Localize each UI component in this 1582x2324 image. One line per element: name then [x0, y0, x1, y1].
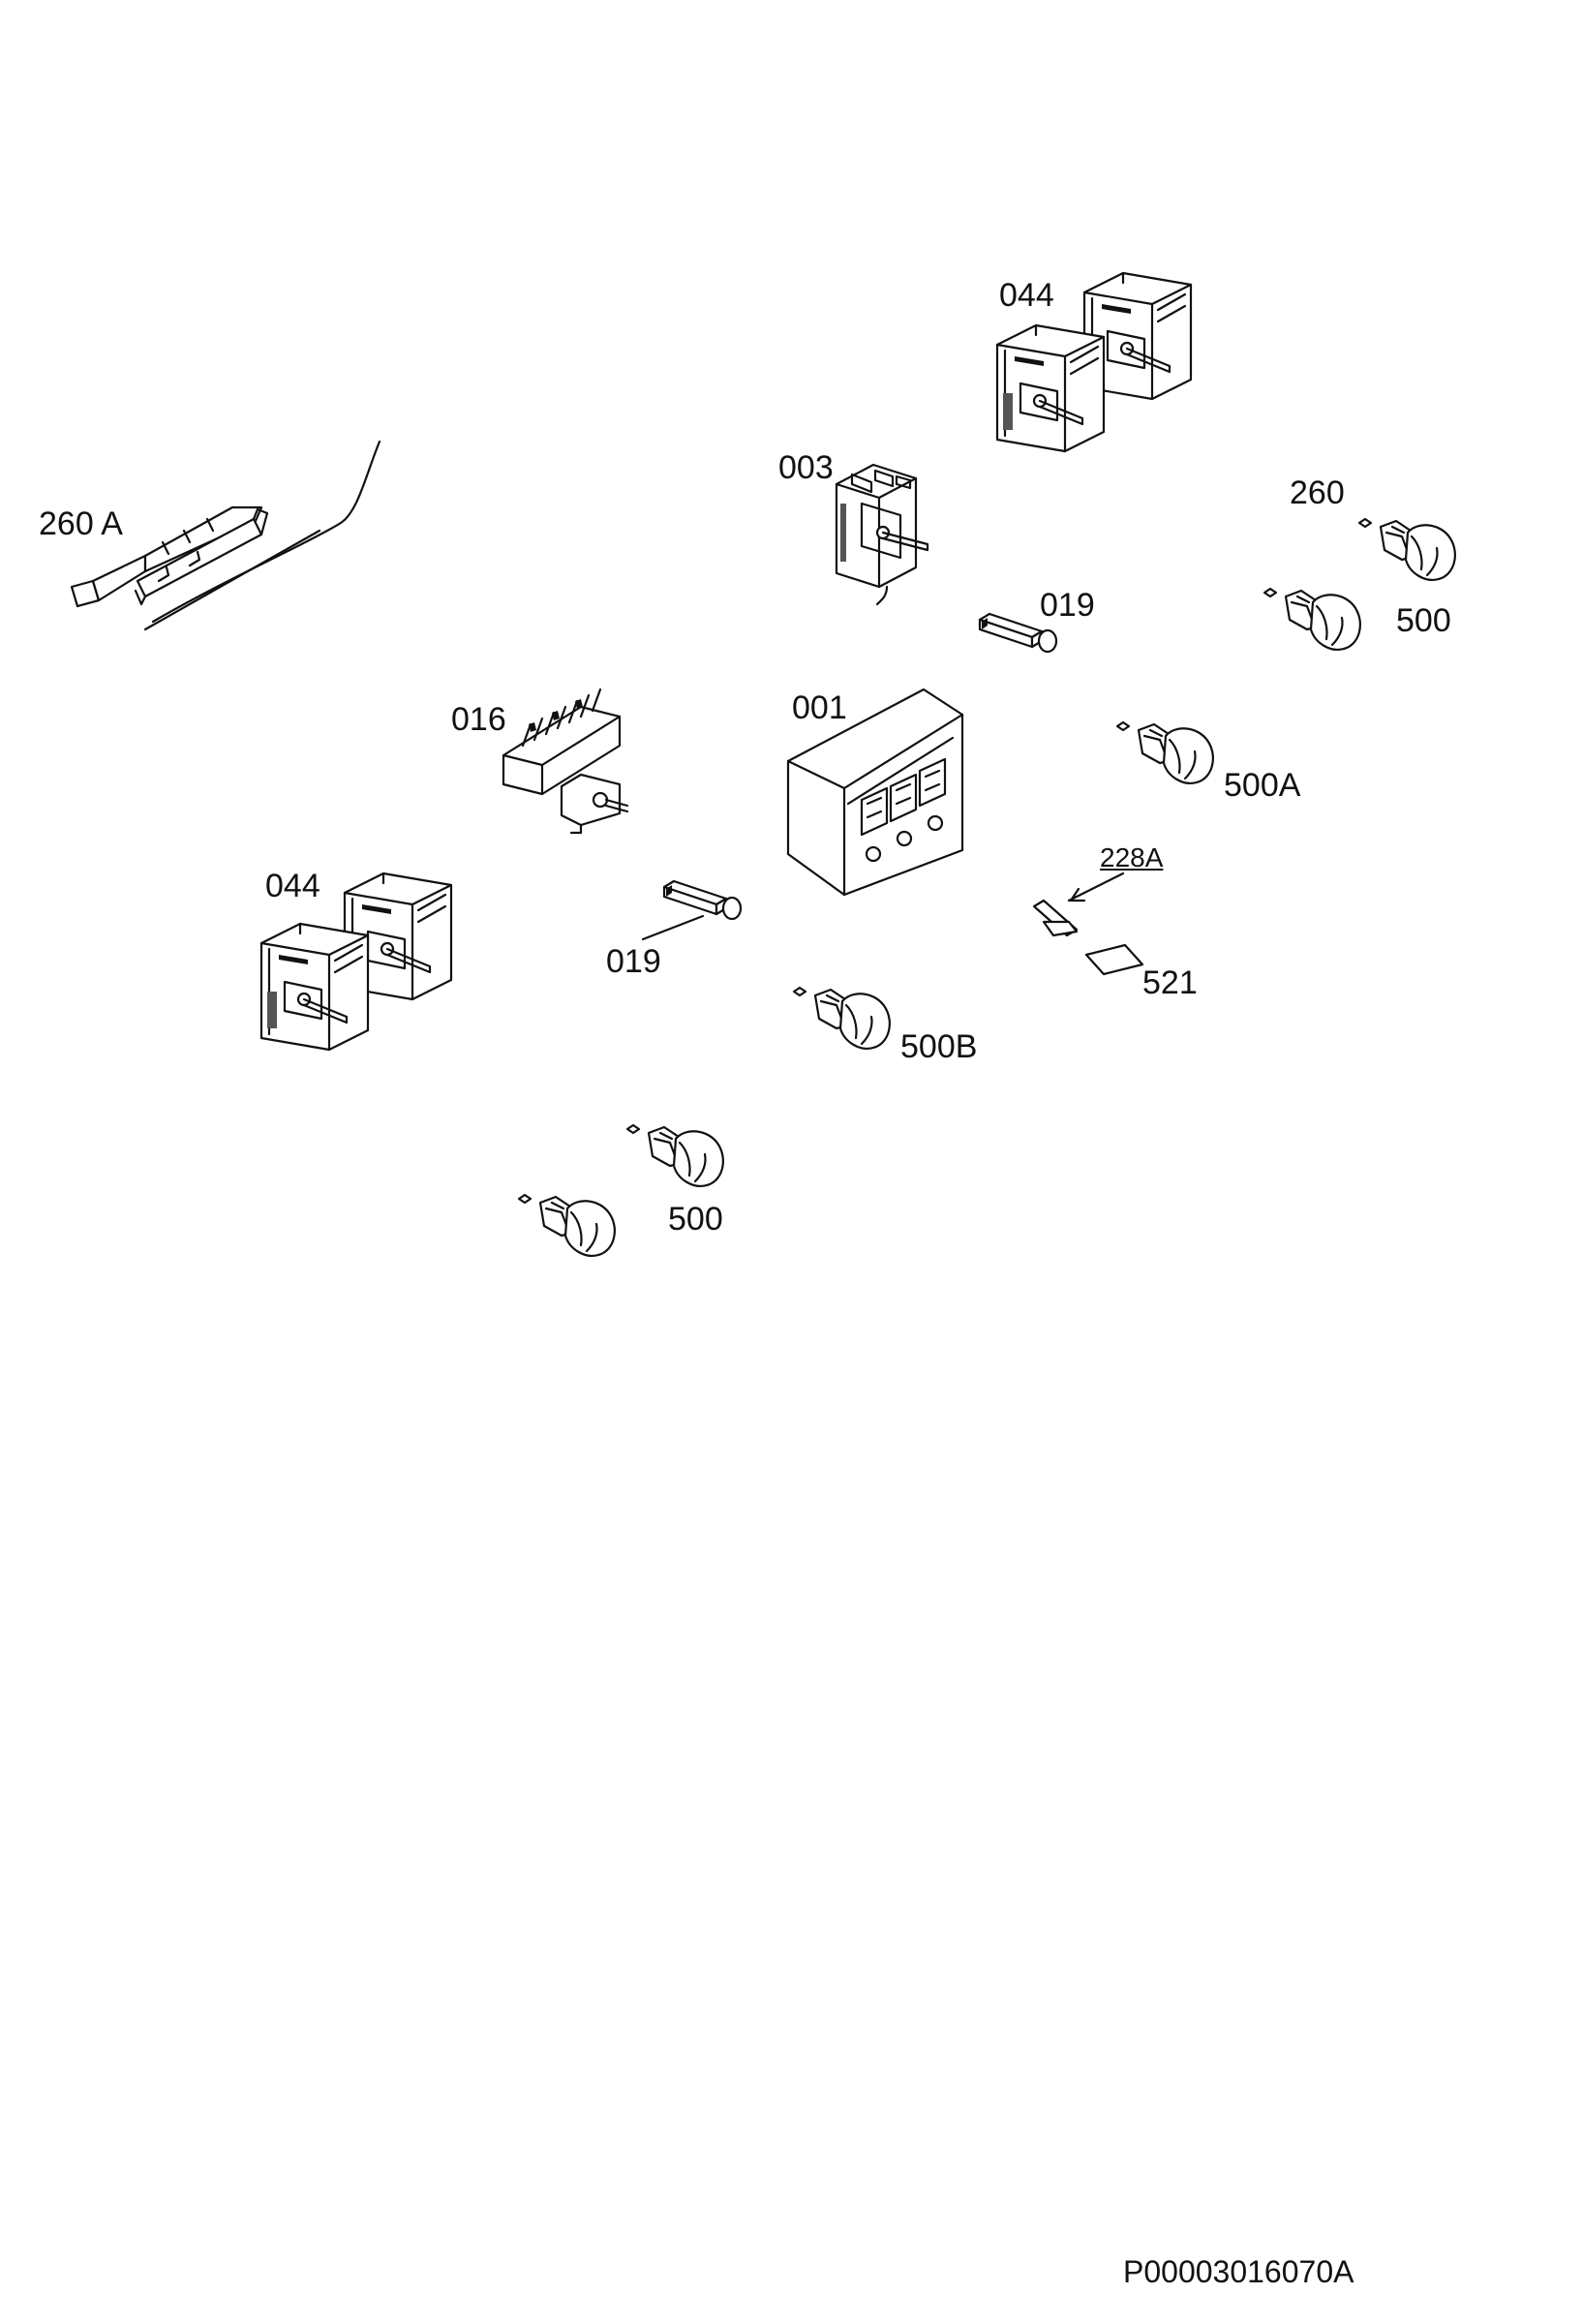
clip-228a — [1032, 872, 1125, 937]
label-260a: 260 A — [39, 505, 123, 542]
label-044-top: 044 — [999, 277, 1054, 314]
label-228a: 228A — [1100, 842, 1164, 872]
label-500-right: 500 — [1396, 602, 1451, 639]
selector-switch-016 — [502, 688, 629, 835]
label-500a: 500A — [1224, 767, 1301, 804]
label-019-bottom: 019 — [606, 943, 661, 980]
label-003: 003 — [778, 449, 834, 486]
label-016: 016 — [451, 701, 506, 738]
drawing-code: P00003016070A — [1123, 2254, 1354, 2289]
label-500b: 500B — [900, 1028, 978, 1065]
label-500-bottom: 500 — [668, 1201, 723, 1238]
label-521: 521 — [1142, 964, 1198, 1001]
label-044-left: 044 — [265, 868, 320, 904]
timer-display-001 — [786, 688, 964, 897]
label-521 — [1084, 943, 1144, 976]
label-260: 260 — [1290, 474, 1345, 511]
thermostat-003 — [835, 463, 929, 606]
rail-260a — [70, 440, 381, 631]
label-019-top: 019 — [1040, 587, 1095, 624]
label-001: 001 — [792, 689, 847, 726]
